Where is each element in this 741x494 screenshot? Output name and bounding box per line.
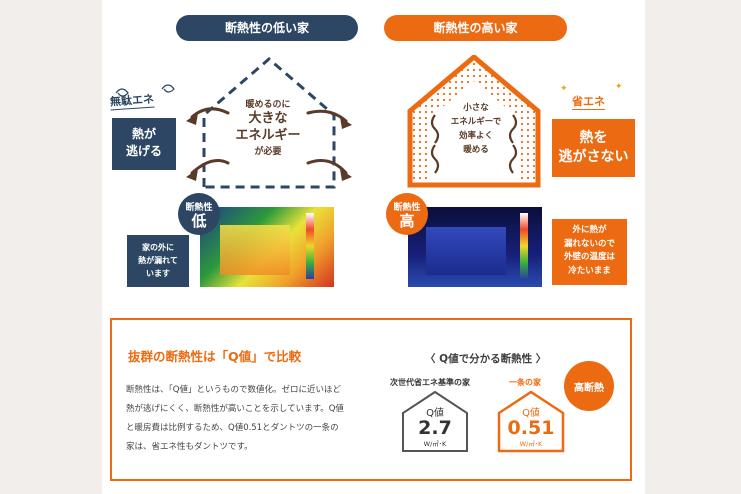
low-insulation-badge: 断熱性 低 <box>178 193 220 235</box>
q-unit: W/㎡･K <box>519 440 543 448</box>
high-house-inside-text: 小さな エネルギーで 効率よく 暖める <box>434 101 518 157</box>
side-box-line: 逃げる <box>125 144 162 158</box>
standard-house-label: 次世代省エネ基準の家 <box>390 378 470 387</box>
low-insulation-header: 断熱性の低い家 <box>176 15 358 41</box>
q-label: Q値 <box>426 408 444 419</box>
ichijo-q-value: Q値 0.51 W/㎡･K <box>496 404 566 448</box>
inside-text-line: エネルギー <box>235 128 301 143</box>
description-line: 熱が逃げにくく、断熱性が高いことを示しています。Q値 <box>126 404 344 414</box>
high-house-thermal-photo <box>408 207 542 287</box>
note-line: います <box>146 269 170 278</box>
ichijo-house-label: 一条の家 <box>509 378 541 387</box>
badge-line: 断熱性 <box>393 202 421 213</box>
dashed-house-outline <box>202 57 336 189</box>
badge-line: 高 <box>399 211 415 230</box>
arrow-heads <box>186 113 352 181</box>
high-house-illustration <box>407 55 541 188</box>
inside-text-line: が必要 <box>254 147 282 157</box>
high-insulation-circle: 高断熱 <box>564 361 614 411</box>
comparison-description: 断熱性は、「Q値」というもので数値化。ゼロに近いほど 熱が逃げにくく、断熱性が高… <box>126 381 344 457</box>
badge-line: 断熱性 <box>185 202 213 213</box>
thermal-house-shape <box>220 225 290 275</box>
q-number: 0.51 <box>507 417 555 439</box>
inside-text-line: 暖める <box>463 145 489 155</box>
energy-saving-sign: 省エネ <box>572 95 605 110</box>
sparkle-icon: ✦ <box>615 82 623 92</box>
standard-q-value: Q値 2.7 W/㎡･K <box>400 404 470 448</box>
inside-text-line: 大きな <box>248 111 288 126</box>
side-box-line: 熱を <box>579 130 608 146</box>
note-line: 漏れないので <box>563 238 615 249</box>
thermal-scale-bar <box>306 213 314 279</box>
inside-text-line: エネルギーで <box>450 117 502 127</box>
description-line: 断熱性は、「Q値」というもので数値化。ゼロに近いほど <box>126 385 341 395</box>
note-line: 外壁の温度は <box>563 252 615 262</box>
q-value-subtitle: 〈 Q値で分かる断熱性 〉 <box>425 353 547 365</box>
high-insulation-header: 断熱性の高い家 <box>384 15 567 41</box>
circulating-heat-arrows <box>430 114 518 174</box>
high-insulation-label: 高断熱 <box>574 382 604 394</box>
low-house-illustration <box>115 57 352 189</box>
heat-leaking-note: 家の外に 熱が漏れて います <box>127 235 189 287</box>
low-house-thermal-photo <box>200 207 334 287</box>
q-number: 2.7 <box>418 417 452 439</box>
note-line: 冷たいまま <box>568 265 611 276</box>
heat-escape-arrows <box>190 107 348 175</box>
badge-line: 低 <box>191 211 207 230</box>
ichijo-house-icon <box>497 390 565 453</box>
inside-text-line: 小さな <box>463 103 489 113</box>
side-box-line: 逃がさない <box>558 149 629 165</box>
note-line: 熱が漏れて <box>138 256 178 265</box>
q-unit: W/㎡･K <box>423 440 447 448</box>
q-value-comparison-box <box>110 318 632 481</box>
house-interior <box>428 81 520 181</box>
inside-text-line: 効率よく <box>458 131 493 141</box>
wasted-energy-swirls <box>115 84 175 97</box>
low-house-inside-text: 暖めるのに 大きな エネルギー が必要 <box>227 97 309 157</box>
thermal-house-shape <box>426 227 506 275</box>
note-line: 家の外に <box>142 243 174 252</box>
comparison-title: 抜群の断熱性は「Q値」で比較 <box>128 349 302 364</box>
inside-text-line: 暖めるのに <box>245 100 291 110</box>
cold-wall-note: 外に熱が 漏れないので 外壁の温度は 冷たいまま <box>552 219 627 285</box>
standard-house-icon <box>402 390 468 452</box>
thermal-scale-bar <box>520 213 528 279</box>
q-label: Q値 <box>522 408 540 419</box>
keeps-heat-box: 熱を 逃がさない <box>552 119 635 177</box>
side-box-line: 熱が <box>131 127 156 141</box>
note-line: 外に熱が <box>572 225 607 235</box>
wasted-energy-sign: 無駄エネ <box>109 90 155 111</box>
sparkle-icon: ✦ <box>560 84 568 94</box>
description-line: 家は、省エネ性もダントツです。 <box>126 442 253 452</box>
heat-escapes-box: 熱が 逃げる <box>112 118 176 170</box>
description-line: と暖房費は比例するため、Q値0.51とダントツの一条の <box>126 423 339 433</box>
high-insulation-badge: 断熱性 高 <box>386 193 428 235</box>
